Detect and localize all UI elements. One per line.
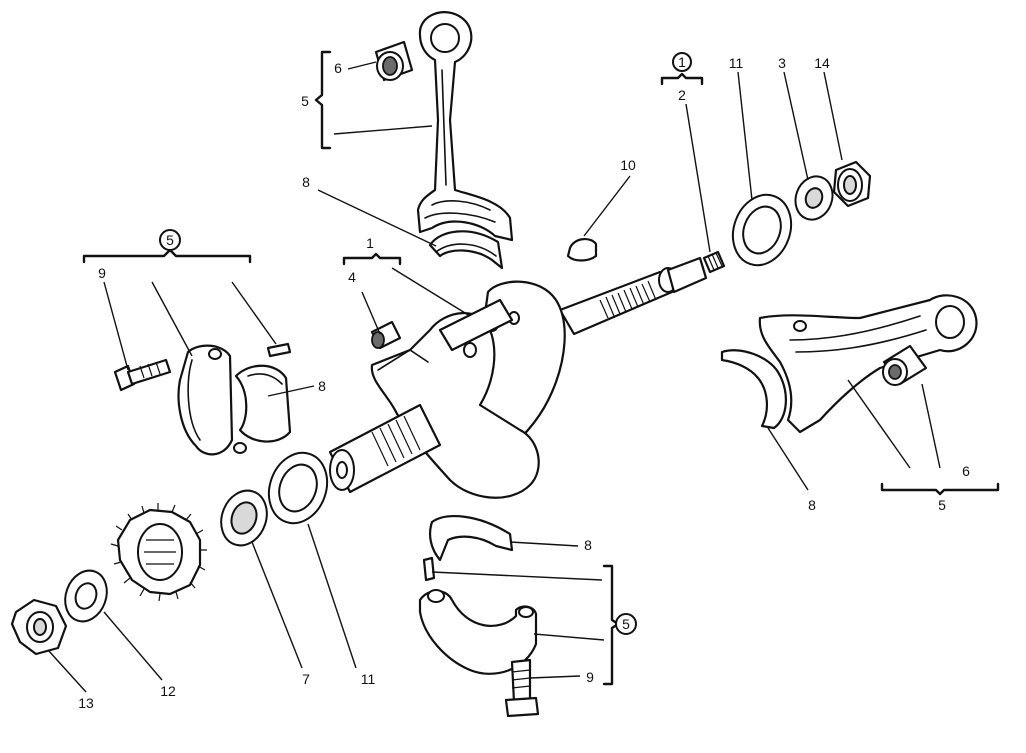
callout-8-top: 8 — [302, 174, 310, 190]
callout-10: 10 — [620, 157, 636, 173]
left-bearing-shell — [234, 364, 292, 443]
front-thrust-washer — [267, 451, 329, 525]
callout-12: 12 — [160, 683, 176, 699]
circled-mark-label: 5 — [622, 616, 630, 632]
rear-nut — [832, 160, 872, 208]
oil-plug — [702, 250, 726, 274]
leader-lines — [47, 61, 941, 693]
left-cap-bolt — [113, 358, 172, 392]
callout-8-bottom: 8 — [584, 537, 592, 553]
callout-8-left: 8 — [318, 378, 326, 394]
crankshaft — [328, 256, 708, 499]
right-small-end-bushing — [882, 344, 928, 386]
woodruff-key — [566, 238, 598, 262]
upper-connecting-rod — [416, 11, 514, 242]
front-spacer-ring — [220, 489, 268, 547]
callout-6-right: 6 — [962, 463, 970, 479]
rear-washer — [794, 175, 834, 221]
left-dowel-pin — [266, 342, 292, 358]
circled-mark-label: 5 — [166, 232, 174, 248]
crankshaft-plug — [370, 320, 402, 350]
gear-washer — [64, 569, 108, 623]
rear-thrust-washer — [731, 193, 793, 267]
callout-labels: 1 2 3 4 5 5 6 6 7 8 8 8 8 9 9 10 11 11 1… — [78, 55, 970, 711]
callout-14: 14 — [814, 55, 830, 71]
gear-nut — [10, 598, 68, 656]
upper-small-end-bushing — [374, 40, 414, 82]
callout-9-bottom: 9 — [586, 669, 594, 685]
callout-13: 13 — [78, 695, 94, 711]
callout-5-right: 5 — [938, 497, 946, 513]
bottom-cap-bolt — [504, 658, 540, 718]
upper-bearing-shell — [428, 230, 504, 270]
timing-gear — [110, 503, 207, 602]
callout-9-left: 9 — [98, 265, 106, 281]
circled-mark-5-left: 5 — [159, 229, 181, 251]
circled-mark-5-bottom: 5 — [615, 613, 637, 635]
callout-5-top: 5 — [301, 93, 309, 109]
callout-4: 4 — [348, 269, 356, 285]
right-bearing-shell — [720, 349, 787, 430]
circled-mark-1-top: 1 — [672, 52, 692, 72]
left-bearing-cap — [177, 344, 247, 456]
right-connecting-rod — [758, 294, 978, 434]
bottom-bearing-shell — [429, 515, 514, 562]
callout-1: 1 — [366, 235, 374, 251]
bottom-bearing-cap — [418, 589, 538, 675]
callout-7: 7 — [302, 671, 310, 687]
circled-mark-label: 1 — [678, 54, 686, 70]
callout-11-bottom: 11 — [361, 671, 376, 687]
bottom-dowel-pin — [422, 556, 436, 582]
callout-2: 2 — [678, 87, 686, 103]
callout-8-right: 8 — [808, 497, 816, 513]
callout-3: 3 — [778, 55, 786, 71]
callout-6-top: 6 — [334, 60, 342, 76]
callout-11-top: 11 — [729, 55, 744, 71]
